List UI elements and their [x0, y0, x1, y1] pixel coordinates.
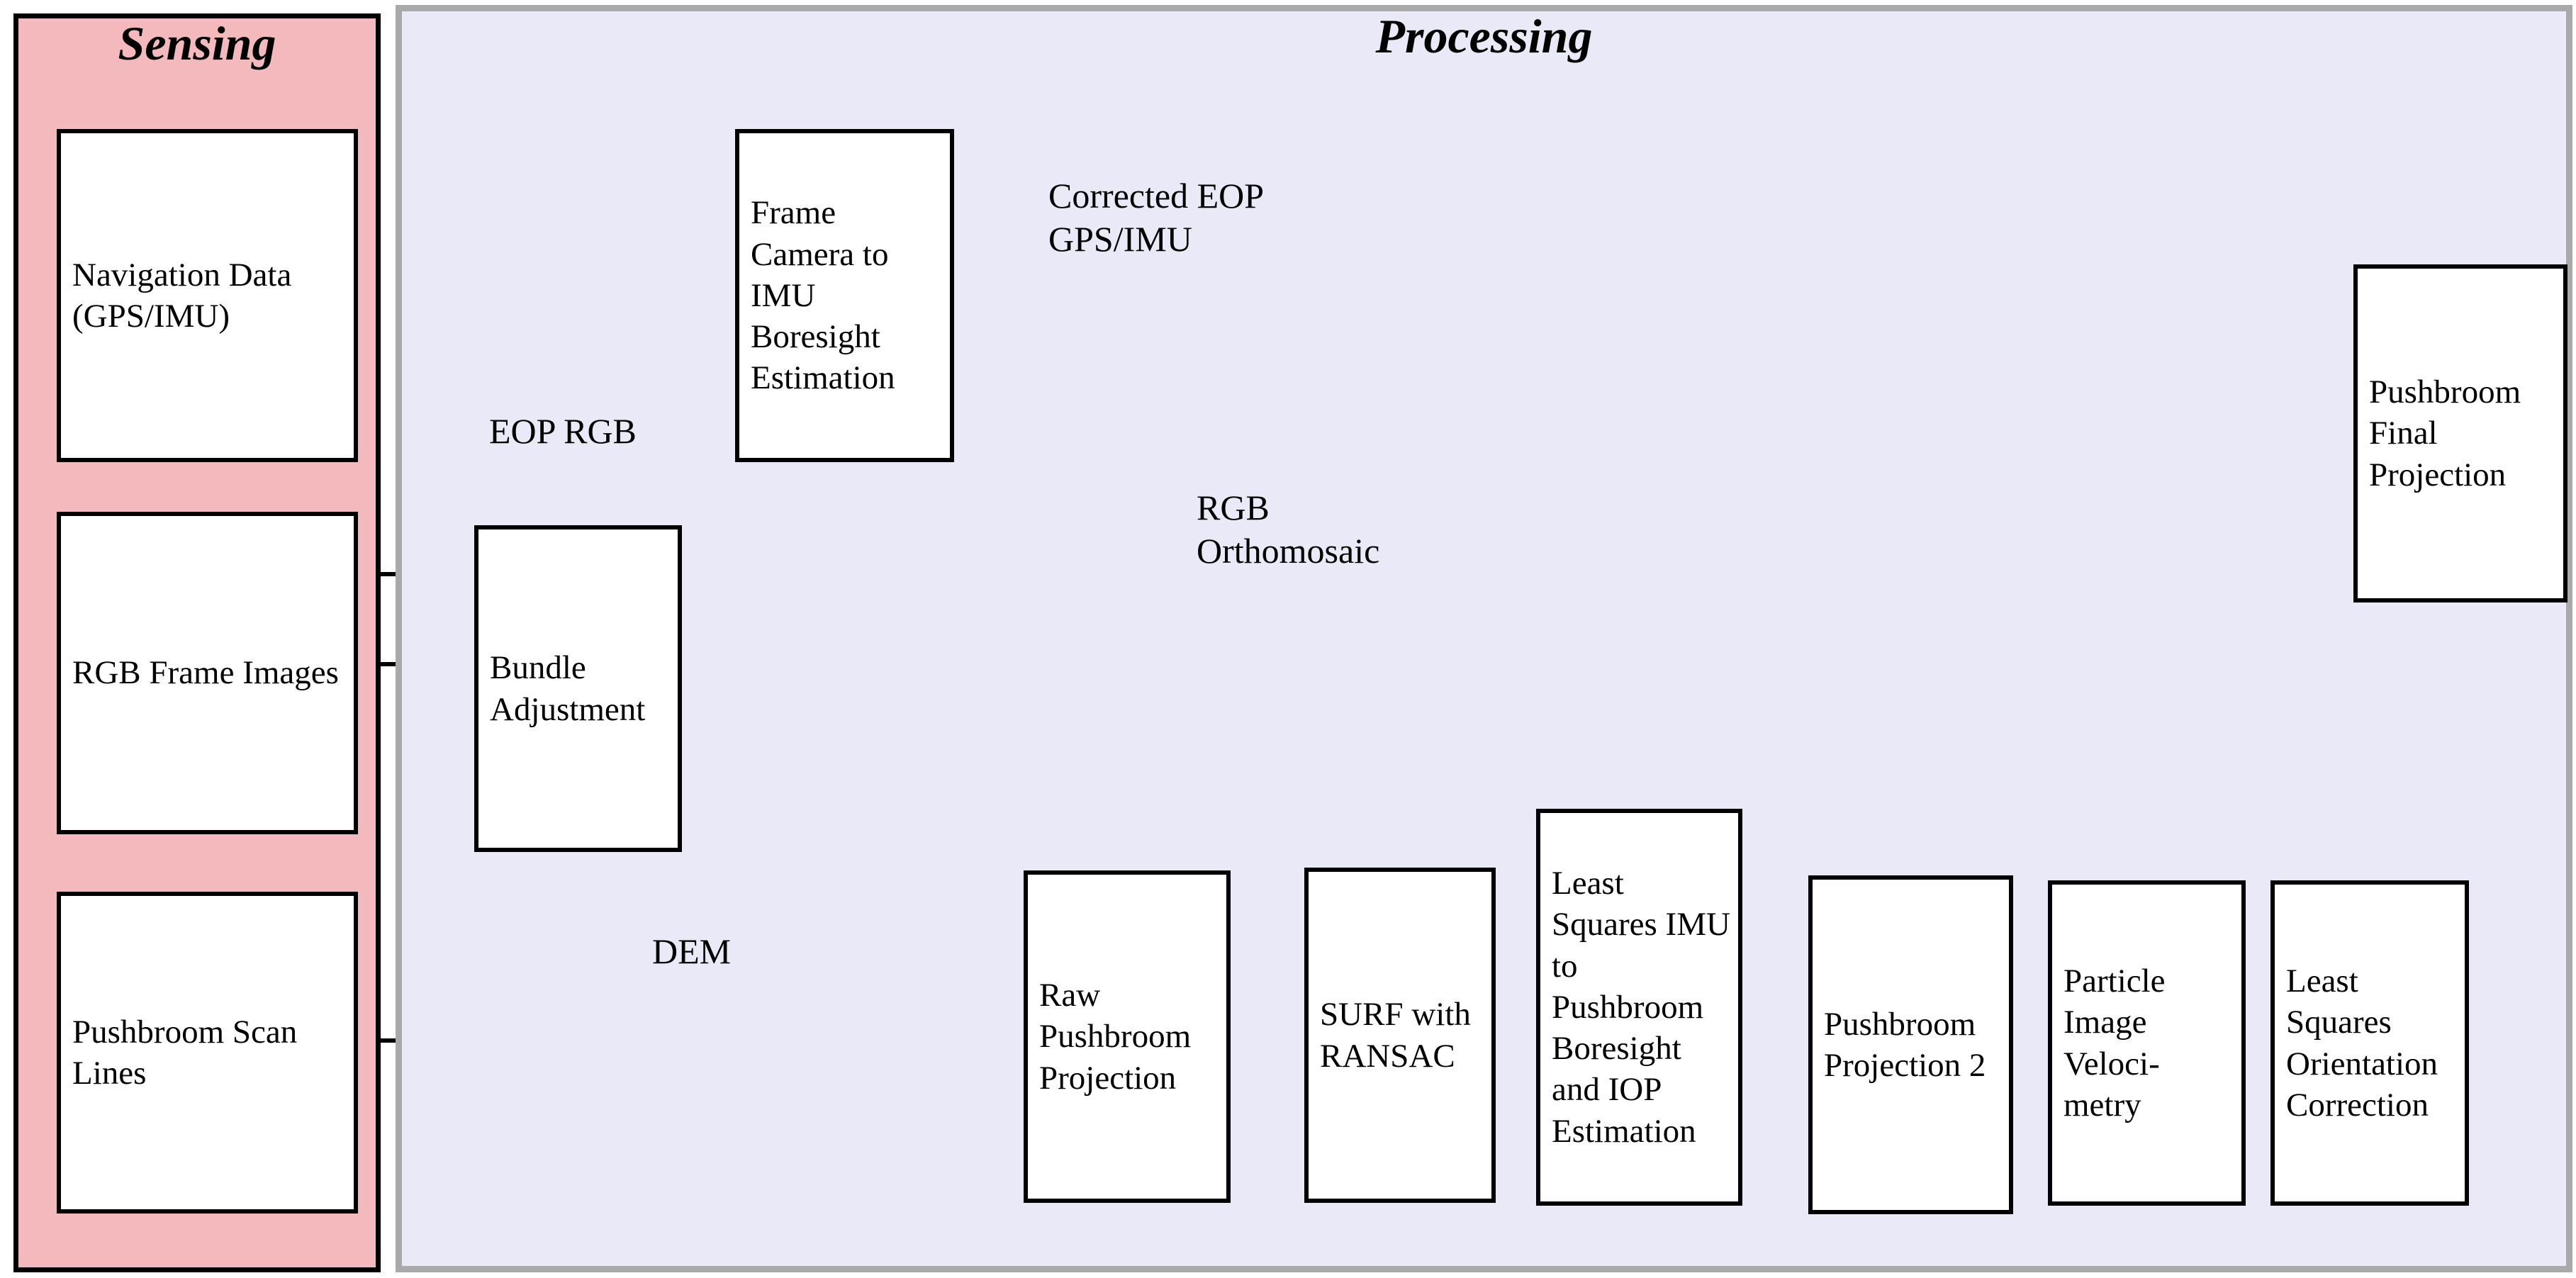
node-label: SURF with RANSAC — [1320, 996, 1471, 1075]
node-frame-camera-boresight: Frame Camera to IMU Boresight Estimation — [735, 129, 954, 462]
node-pushbroom-final-projection: Pushbroom Final Projection — [2353, 264, 2567, 602]
processing-title: Processing — [1375, 9, 1593, 63]
node-pushbroom-scan-lines: Pushbroom Scan Lines — [57, 892, 358, 1213]
node-label: Navigation Data (GPS/IMU) — [72, 256, 292, 335]
node-bundle-adjustment: Bundle Adjustment — [474, 525, 682, 852]
node-label: Raw Pushbroom Projection — [1039, 977, 1192, 1097]
node-navigation-data: Navigation Data (GPS/IMU) — [57, 129, 358, 462]
sensing-title: Sensing — [118, 16, 276, 70]
node-label: Frame Camera to IMU Boresight Estimation — [751, 194, 895, 397]
node-label: Pushbroom Final Projection — [2369, 374, 2521, 493]
node-label: Pushbroom Projection 2 — [1824, 1005, 1986, 1084]
node-particle-image-velocimetry: Particle Image Veloci-metry — [2048, 880, 2246, 1206]
label-corrected-eop: Corrected EOP GPS/IMU — [1048, 176, 1263, 259]
node-surf-with-ransac: SURF with RANSAC — [1304, 868, 1496, 1203]
node-label: RGB Frame Images — [72, 654, 339, 692]
node-ls-orientation-correction: Least Squares Orientation Correction — [2270, 880, 2469, 1206]
node-raw-pushbroom-projection: Raw Pushbroom Projection — [1024, 870, 1231, 1203]
label-dem: DEM — [652, 931, 732, 971]
node-ls-imu-boresight-iop: Least Squares IMU to Pushbroom Boresight… — [1536, 809, 1742, 1206]
node-label: Least Squares Orientation Correction — [2286, 962, 2438, 1123]
node-label: Bundle Adjustment — [490, 649, 646, 728]
node-label: Particle Image Veloci-metry — [2063, 962, 2166, 1123]
node-pushbroom-projection-2: Pushbroom Projection 2 — [1808, 875, 2013, 1214]
label-eop-rgb: EOP RGB — [489, 411, 637, 451]
node-rgb-frame-images: RGB Frame Images — [57, 512, 358, 834]
node-label: Pushbroom Scan Lines — [72, 1013, 298, 1092]
label-rgb-orthomosaic: RGB Orthomosaic — [1197, 488, 1380, 571]
node-label: Least Squares IMU to Pushbroom Boresight… — [1552, 865, 1730, 1150]
